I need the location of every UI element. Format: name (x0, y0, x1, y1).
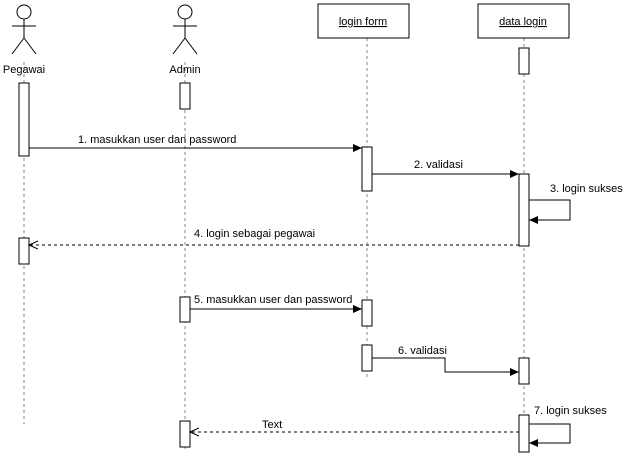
actor-head-icon (177, 4, 193, 20)
message-arrow-6 (372, 357, 519, 376)
activation-data-login-3 (518, 414, 530, 453)
object-box-login-form (317, 3, 410, 39)
message-label-3: 3. login sukses (550, 183, 623, 195)
actor-head-icon (16, 4, 32, 20)
activation-login-form-3 (361, 344, 373, 372)
message-label-8: Text (262, 419, 282, 431)
message-label-1: 1. masukkan user dan password (78, 134, 236, 146)
message-arrow-3 (529, 199, 571, 224)
activation-admin-3 (179, 420, 191, 448)
object-label-data-login: data login (499, 16, 547, 28)
message-label-4: 4. login sebagai pegawai (194, 228, 315, 240)
activation-admin-1 (179, 82, 191, 110)
activation-pegawai-2 (18, 237, 30, 265)
message-label-7: 7. login sukses (534, 405, 607, 417)
actor-admin (172, 4, 198, 55)
object-label-login-form: login form (339, 16, 387, 28)
activation-data-login-2 (518, 357, 530, 385)
activation-admin-2 (179, 296, 191, 323)
message-label-2: 2. validasi (414, 159, 463, 171)
activation-data-login-0 (518, 47, 530, 75)
activation-login-form-1 (361, 146, 373, 192)
actor-pegawai (11, 4, 37, 55)
message-label-6: 6. validasi (398, 345, 447, 357)
message-label-5: 5. masukkan user dan password (194, 294, 352, 306)
object-box-data-login (477, 3, 570, 39)
actor-label-admin: Admin (169, 64, 200, 76)
actor-label-pegawai: Pegawai (3, 64, 45, 76)
activation-login-form-2 (361, 299, 373, 327)
activation-pegawai-1 (18, 82, 30, 157)
activation-data-login-1 (518, 173, 530, 247)
message-arrow-7 (529, 423, 571, 447)
